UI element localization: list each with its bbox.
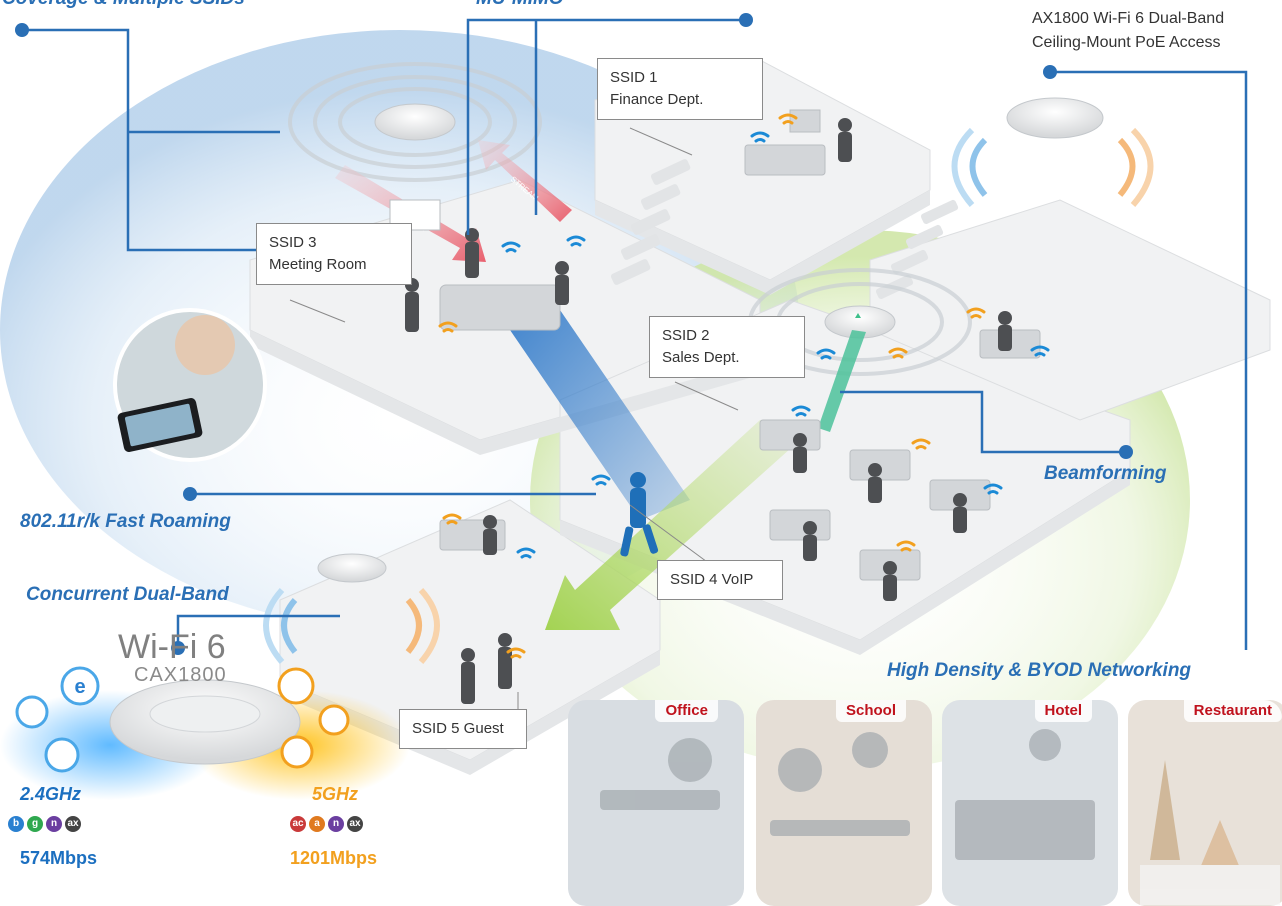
std-5-ac: ac: [290, 816, 306, 832]
wifi6-title: Wi-Fi 6: [118, 628, 226, 666]
scenario-restaurant-label: Restaurant: [1183, 700, 1282, 722]
std-24-ax: ax: [65, 816, 81, 832]
feature-leaders: [22, 18, 1248, 650]
std-24-g: g: [27, 816, 43, 832]
roaming-path-green: [545, 420, 800, 630]
feature-high-density: High Density & BYOD Networking: [887, 660, 1192, 681]
ssid-3-desc: Meeting Room: [269, 256, 367, 273]
svg-text:e: e: [74, 676, 85, 698]
std-5-a: a: [309, 816, 325, 832]
feature-dual-band: Concurrent Dual-Band: [26, 584, 229, 605]
roaming-path-blue: [510, 310, 690, 520]
ap-meeting: [288, 62, 542, 182]
feature-coverage: Coverage & Multiple SSIDs: [2, 0, 245, 10]
roaming-person: [620, 472, 659, 557]
standards-5ghz: ac a n ax: [290, 816, 363, 832]
std-5-n: n: [328, 816, 344, 832]
ssid-5-box: SSID 5 Guest: [399, 709, 527, 749]
ssid-5-label: SSID 5 Guest: [412, 720, 504, 737]
standards-2-4ghz: b g n ax: [8, 816, 81, 832]
ssid-4-label: SSID 4 VoIP: [670, 571, 754, 588]
feature-mu-mimo: MU-MIMO: [476, 0, 564, 10]
ssid-2-desc: Sales Dept.: [662, 349, 740, 366]
product-line-2: Ceiling-Mount PoE Access: [1032, 34, 1221, 51]
scenario-office-label: Office: [655, 700, 718, 722]
ssid-1-desc: Finance Dept.: [610, 91, 704, 108]
scenario-restaurant: Restaurant: [1128, 700, 1282, 906]
std-24-b: b: [8, 816, 24, 832]
product-line-1: AX1800 Wi-Fi 6 Dual-Band: [1032, 10, 1225, 27]
wifi6-model: CAX1800: [134, 664, 227, 686]
scenario-hotel-label: Hotel: [1034, 700, 1092, 722]
signal-markers: [438, 113, 1050, 659]
app-icons: e: [15, 666, 350, 773]
rate-2-4ghz: 574Mbps: [20, 848, 98, 868]
ssid-4-box: SSID 4 VoIP: [657, 560, 783, 600]
ap-sales: [748, 268, 972, 376]
std-24-n: n: [46, 816, 62, 832]
feature-fast-roaming: 802.11r/k Fast Roaming: [20, 511, 231, 532]
beam: [818, 330, 866, 432]
scenario-school: School: [756, 700, 932, 906]
scenario-hotel: Hotel: [942, 700, 1118, 906]
ssid-2-box: SSID 2 Sales Dept.: [649, 316, 805, 378]
scenario-school-label: School: [835, 700, 906, 722]
scenario-office: Office: [568, 700, 744, 906]
ap-product: [951, 97, 1154, 207]
stream-arrow-up: [478, 140, 572, 222]
scenario-photos: [568, 700, 1282, 906]
ap-guest: [263, 553, 440, 664]
ssid-1-name: SSID 1: [610, 69, 658, 86]
ssid-3-name: SSID 3: [269, 234, 317, 251]
ssid-3-box: SSID 3 Meeting Room: [256, 223, 412, 285]
ssid-2-name: SSID 2: [662, 327, 710, 344]
std-5-ax: ax: [347, 816, 363, 832]
feature-beamforming: Beamforming: [1044, 463, 1167, 484]
band-5ghz-label: 5GHz: [312, 784, 359, 804]
phone-user-photo: [113, 308, 267, 462]
rate-5ghz: 1201Mbps: [290, 848, 378, 868]
band-2-4ghz-label: 2.4GHz: [20, 784, 82, 804]
ssid-1-box: SSID 1 Finance Dept.: [597, 58, 763, 120]
